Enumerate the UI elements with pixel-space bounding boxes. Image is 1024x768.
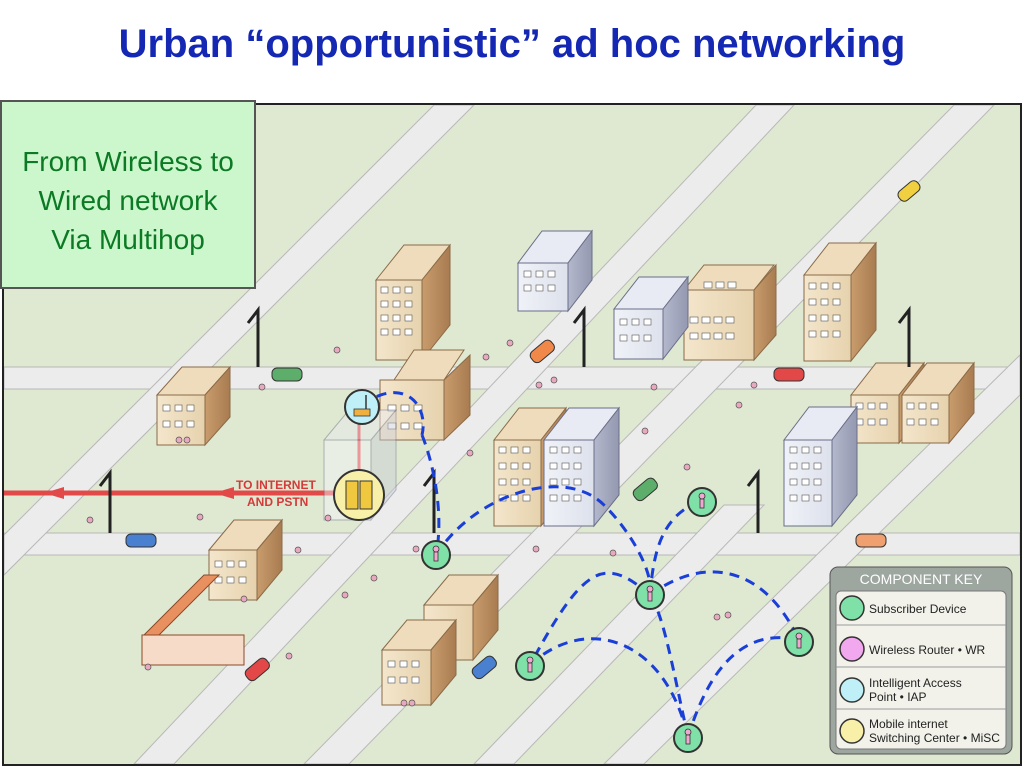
legend-swatch-router <box>839 636 865 662</box>
legend-label-misc: Mobile internet <box>869 717 948 731</box>
legend-label-iap-2: Point • IAP <box>869 690 927 704</box>
building <box>380 618 458 707</box>
building <box>379 349 471 442</box>
building <box>155 365 232 447</box>
building <box>802 241 878 363</box>
legend-label-subscriber: Subscriber Device <box>869 602 967 616</box>
switching-center-node <box>333 469 385 521</box>
legend-label-iap: Intelligent Access <box>869 676 962 690</box>
legend-swatch-misc <box>839 718 865 744</box>
component-key-title: COMPONENT KEY <box>860 571 983 587</box>
component-key: COMPONENT KEY Subscriber Device Wireless… <box>829 566 1013 755</box>
building <box>374 243 452 362</box>
legend-label-misc-2: Switching Center • MiSC <box>869 731 1000 745</box>
building <box>782 405 859 528</box>
internet-label-line1: TO INTERNET <box>236 478 316 492</box>
cars <box>125 180 921 682</box>
street-lamps <box>98 305 911 533</box>
callout-box: From Wireless to Wired network Via Multi… <box>0 100 256 289</box>
building <box>542 406 621 528</box>
wired-link <box>4 405 361 499</box>
slide-title: Urban “opportunistic” ad hoc networking <box>118 22 906 66</box>
building <box>612 275 690 361</box>
orange-wall <box>141 574 245 666</box>
legend-swatch-iap <box>839 677 865 703</box>
building <box>900 361 976 445</box>
callout-line-1: From Wireless to <box>22 146 234 177</box>
internet-label-line2: AND PSTN <box>247 495 308 509</box>
callout-line-2: Wired network <box>38 185 218 216</box>
legend-label-router: Wireless Router • WR <box>869 643 986 657</box>
building <box>517 229 593 313</box>
access-point-node <box>344 389 380 425</box>
building <box>682 263 777 362</box>
pedestrians <box>86 339 758 707</box>
callout-line-3: Via Multihop <box>51 224 205 255</box>
legend-swatch-subscriber <box>839 595 865 621</box>
subscriber-person-icons <box>432 492 803 745</box>
